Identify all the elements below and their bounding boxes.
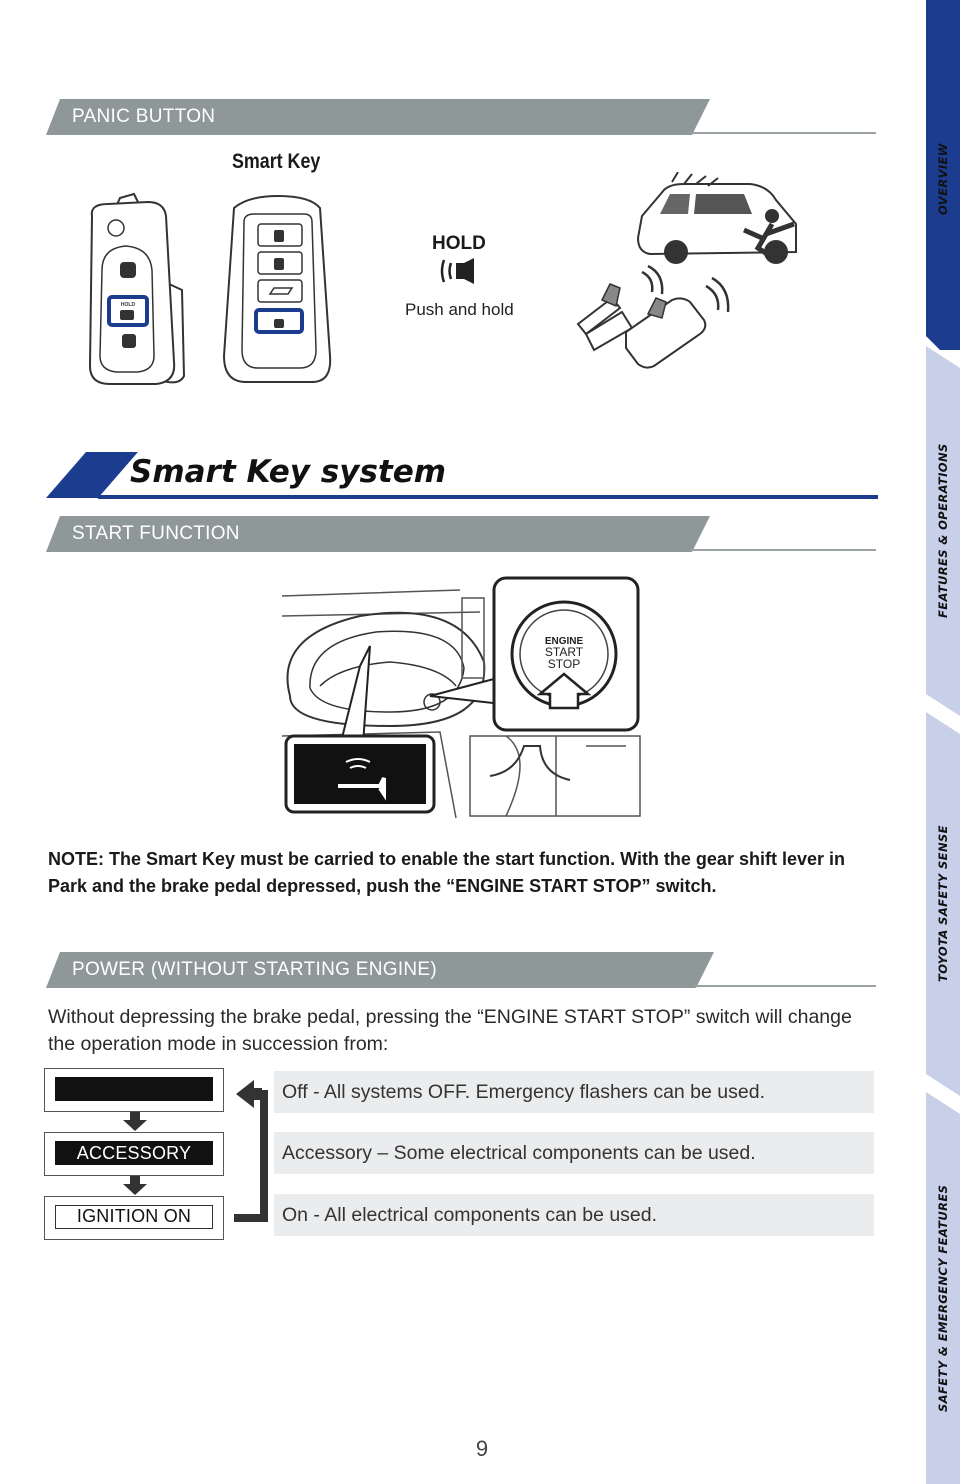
page-number: 9 xyxy=(475,1436,489,1461)
side-tab-emergency-label: SAFETY & EMERGENCY FEATURES xyxy=(936,1184,950,1412)
car-alarm-illustration xyxy=(576,172,797,369)
start-section-rule xyxy=(690,549,876,551)
hold-label: HOLD xyxy=(432,233,486,254)
engine-button-line-3: STOP xyxy=(548,657,580,671)
engine-button-line-2: START xyxy=(545,645,584,659)
panic-section-rule xyxy=(690,132,876,134)
mode-off-description: Off - All systems OFF. Emergency flasher… xyxy=(274,1071,874,1113)
side-tab-safety-sense[interactable]: TOYOTA SAFETY SENSE xyxy=(926,712,960,1096)
mode-off-box xyxy=(44,1068,224,1112)
smart-key-label: Smart Key xyxy=(232,150,321,173)
mode-accessory-label: ACCESSORY xyxy=(55,1141,213,1165)
side-tab-features[interactable]: FEATURES & OPERATIONS xyxy=(926,346,960,716)
panic-section-bar: PANIC BUTTON xyxy=(46,99,710,135)
mode-sequence-arrows xyxy=(123,1112,147,1195)
power-section-bar: POWER (WITHOUT STARTING ENGINE) xyxy=(46,952,714,988)
start-section-bar: START FUNCTION xyxy=(46,516,710,552)
side-tab-emergency[interactable]: SAFETY & EMERGENCY FEATURES xyxy=(926,1092,960,1484)
start-note: NOTE: The Smart Key must be carried to e… xyxy=(48,849,845,896)
mode-ignition-box: IGNITION ON xyxy=(44,1196,224,1240)
panic-section-title: PANIC BUTTON xyxy=(72,106,216,127)
side-tab-safety-sense-label: TOYOTA SAFETY SENSE xyxy=(936,825,950,982)
side-tab-overview[interactable]: OVERVIEW xyxy=(926,0,960,350)
side-tab-overview-label: OVERVIEW xyxy=(936,143,950,215)
power-section-rule xyxy=(694,985,876,987)
power-body-text: Without depressing the brake pedal, pres… xyxy=(48,1006,852,1055)
push-and-hold-label: Push and hold xyxy=(405,300,514,319)
start-section-title: START FUNCTION xyxy=(72,523,240,544)
mode-accessory-box: ACCESSORY xyxy=(44,1132,224,1176)
mode-ignition-label: IGNITION ON xyxy=(55,1205,213,1229)
engine-button-line-1: ENGINE xyxy=(545,636,584,647)
panic-alarm-icon xyxy=(440,258,474,284)
mode-ignition-description: On - All electrical components can be us… xyxy=(274,1194,874,1236)
page-title: Smart Key system xyxy=(130,454,447,490)
side-tab-strip: OVERVIEW FEATURES & OPERATIONS TOYOTA SA… xyxy=(926,0,960,1484)
mode-cycle-bracket xyxy=(234,1080,268,1222)
page-title-banner: Smart Key system xyxy=(46,452,878,500)
power-section-title: POWER (WITHOUT STARTING ENGINE) xyxy=(72,959,438,980)
mode-off-label xyxy=(55,1077,213,1101)
side-tab-features-label: FEATURES & OPERATIONS xyxy=(936,443,950,618)
mode-accessory-description: Accessory – Some electrical components c… xyxy=(274,1132,874,1174)
flip-key-hold-text: HOLD xyxy=(121,302,136,308)
key-fob-illustrations: HOLD xyxy=(88,192,332,385)
dashboard-illustration: ENGINE START STOP xyxy=(280,576,642,818)
